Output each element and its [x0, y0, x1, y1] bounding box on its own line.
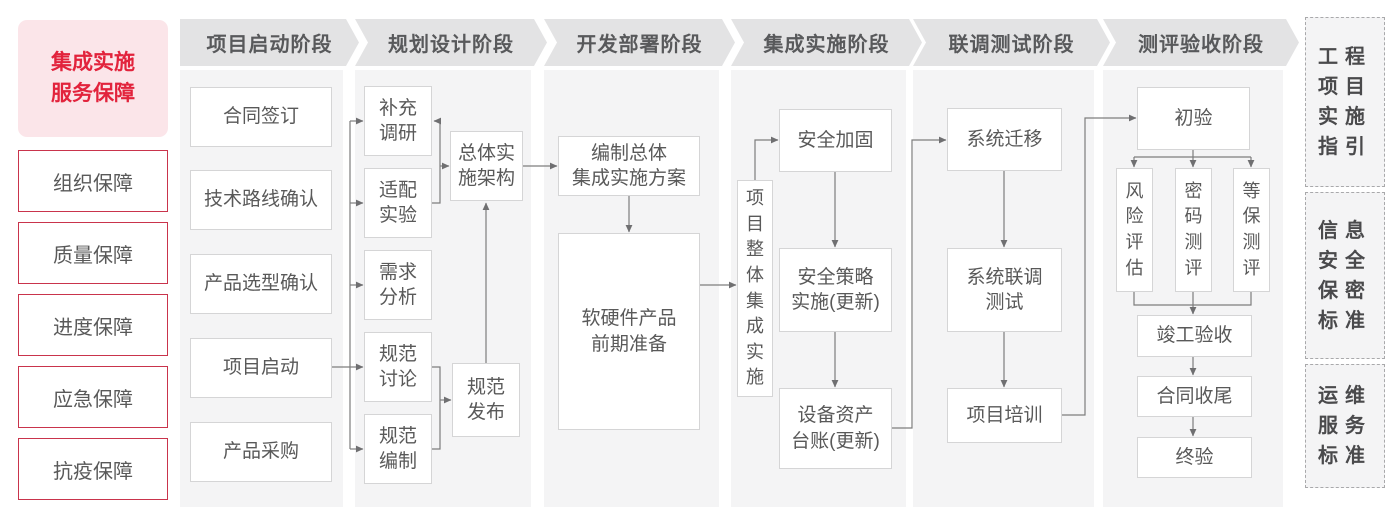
phase-header-testing: 联调测试阶段 [913, 19, 1110, 66]
node-final-acceptance: 终验 [1137, 437, 1252, 478]
phase-header-kickoff: 项目启动阶段 [180, 19, 359, 66]
sidebar-item-schedule: 进度保障 [18, 294, 168, 356]
connector [754, 136, 779, 180]
sidebar-item-quality: 质量保障 [18, 222, 168, 284]
sidebar-item-emergency: 应急保障 [18, 366, 168, 428]
node-requirement-analysis: 需求 分析 [364, 250, 432, 320]
node-adaptation-test: 适配 实验 [364, 168, 432, 238]
node-contract-signing: 合同签订 [190, 87, 332, 147]
node-project-training: 项目培训 [947, 388, 1062, 443]
node-tech-route-confirm: 技术路线确认 [190, 170, 332, 230]
node-overall-architecture: 总体实 施架构 [450, 131, 523, 201]
connector [1134, 150, 1251, 158]
node-project-kickoff: 项目启动 [190, 338, 332, 398]
sidebar-item-organization: 组织保障 [18, 150, 168, 212]
node-spec-discussion: 规范 讨论 [364, 332, 432, 402]
node-spec-release: 规范 发布 [452, 363, 520, 437]
phase-header-development: 开发部署阶段 [544, 19, 735, 66]
node-crypto-evaluation: 密 码 测 评 [1175, 168, 1212, 292]
node-overall-plan: 编制总体 集成实施方案 [558, 136, 700, 196]
node-joint-debug-test: 系统联调 测试 [947, 248, 1062, 332]
node-supplementary-research: 补充 调研 [364, 86, 432, 156]
phase-header-integration: 集成实施阶段 [731, 19, 922, 66]
diagram-title: 集成实施 服务保障 [18, 20, 168, 137]
node-overall-integration: 项 目 整 体 集 成 实 施 [737, 180, 773, 397]
node-product-selection-confirm: 产品选型确认 [190, 254, 332, 314]
connector [432, 117, 441, 204]
node-contract-closure: 合同收尾 [1137, 376, 1252, 417]
phase-header-acceptance: 测评验收阶段 [1103, 19, 1299, 66]
node-mlps-evaluation: 等 保 测 评 [1233, 168, 1270, 292]
node-preliminary-acceptance: 初验 [1137, 87, 1250, 150]
connector [892, 136, 947, 429]
standard-ops-service: 运维 服务 标准 [1305, 364, 1385, 488]
node-risk-assessment: 风 险 评 估 [1116, 168, 1153, 292]
phase-header-planning: 规划设计阶段 [355, 19, 547, 66]
node-security-policy: 安全策略 实施(更新) [779, 248, 892, 332]
node-spec-compilation: 规范 编制 [364, 414, 432, 484]
node-asset-ledger: 设备资产 台账(更新) [779, 388, 892, 469]
connector [432, 366, 441, 450]
node-system-migration: 系统迁移 [947, 108, 1062, 171]
node-completion-acceptance: 竣工验收 [1137, 315, 1252, 357]
standard-project-guide: 工程 项目 实施 指引 [1305, 17, 1385, 187]
sidebar-item-epidemic: 抗疫保障 [18, 438, 168, 500]
connector [1062, 114, 1137, 416]
node-security-hardening: 安全加固 [779, 109, 892, 172]
standard-security-confidentiality: 信息 安全 保密 标准 [1305, 192, 1385, 359]
node-product-procurement: 产品采购 [190, 422, 332, 482]
node-product-preparation: 软硬件产品 前期准备 [558, 233, 700, 430]
